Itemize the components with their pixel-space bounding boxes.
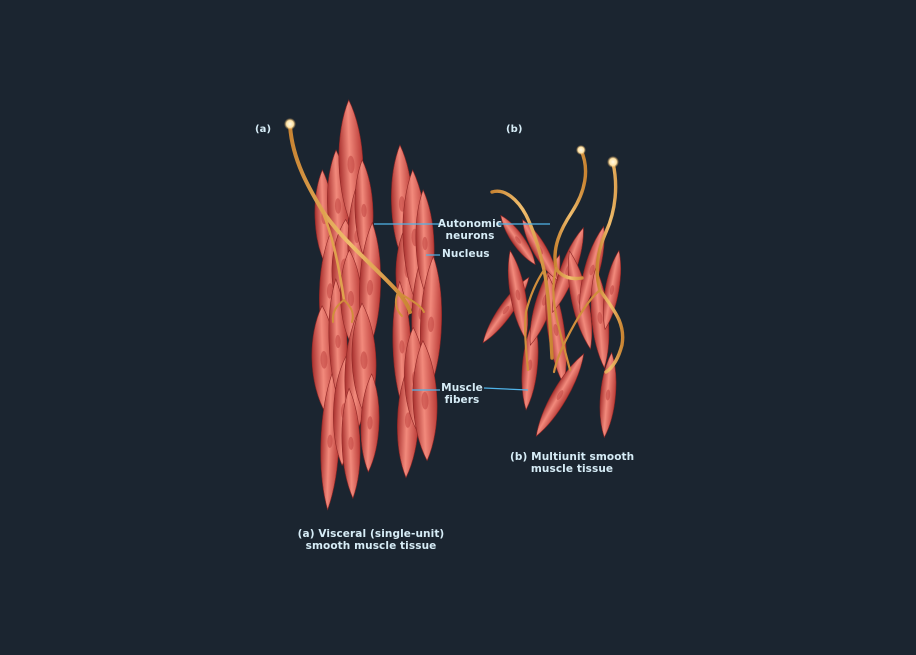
fiber-nucleus	[347, 155, 355, 174]
fiber-nucleus	[399, 340, 405, 354]
fiber-nucleus	[556, 390, 564, 400]
panel-b-caption: (b) Multiunit smooth muscle tissue	[510, 451, 634, 475]
neuron-branch-a3	[331, 299, 345, 323]
fiber-nucleus	[422, 236, 428, 251]
neuron-branch-a2	[343, 299, 354, 323]
panel-a-tag: (a)	[255, 124, 272, 135]
panel-a-caption-line2: smooth muscle tissue	[305, 540, 437, 552]
panel-a-caption-line1: (a) Visceral (single-unit)	[297, 528, 445, 540]
neuron-tip-a	[284, 118, 296, 130]
fiber-nucleus	[404, 412, 412, 428]
neuron-branch-b1	[524, 268, 546, 372]
fiber-nucleus	[427, 316, 435, 333]
fiber-nucleus	[515, 289, 521, 301]
fiber-nucleus	[326, 283, 334, 299]
fiber-nucleus	[361, 203, 367, 218]
fiber-nucleus	[347, 290, 355, 307]
fiber-nucleus	[553, 323, 559, 337]
muscle-fibers-label: Muscle fibers	[436, 382, 488, 406]
panel-b-tag: (b)	[506, 124, 523, 135]
neuron-axon-a	[288, 123, 412, 314]
autonomic-neurons-label-line1: Autonomic	[437, 218, 503, 230]
fiber-nucleus	[327, 434, 333, 448]
fiber-nucleus	[605, 389, 611, 401]
muscle-fibers-label-line2: fibers	[444, 394, 480, 406]
neuron-branch-a1	[320, 208, 346, 302]
fiber-nucleus	[320, 350, 328, 369]
neuron-axon-b1	[490, 189, 554, 360]
fiber-nucleus	[421, 391, 429, 410]
fiber-nucleus	[609, 285, 615, 295]
neuron-branch-b2	[552, 266, 572, 372]
callout-leader-lines	[374, 223, 550, 391]
autonomic-neurons	[284, 118, 625, 374]
neuron-branch-a4	[394, 291, 403, 317]
fiber-nucleus	[597, 311, 603, 325]
visceral-muscle-fibers	[311, 99, 442, 511]
neuron-tip-b2	[607, 156, 619, 168]
fiber-nucleus	[348, 436, 354, 450]
muscle-fibers-label-line1: Muscle	[441, 382, 483, 394]
multiunit-muscle-fibers	[482, 214, 621, 439]
fiber-nucleus	[398, 196, 406, 212]
fiber-nucleus	[360, 351, 368, 370]
neuron-tip-b1	[576, 145, 586, 155]
panel-b-caption-line2: muscle tissue	[530, 463, 614, 475]
neuron-branch-a5	[397, 291, 425, 313]
fiber-nucleus	[367, 416, 373, 430]
panel-b-caption-line1: (b) Multiunit smooth	[510, 451, 635, 463]
fiber-nucleus	[366, 279, 374, 296]
fiber-nucleus	[589, 264, 595, 276]
neuron-branch-b3	[552, 288, 602, 374]
autonomic-neurons-label-line2: neurons	[445, 230, 495, 242]
fiber-nucleus	[335, 334, 341, 349]
nucleus-label: Nucleus	[442, 248, 490, 260]
neuron-axon-b2	[553, 148, 588, 281]
fiber-nucleus	[515, 236, 521, 244]
muscle-fibers-leader-line-b	[483, 387, 529, 391]
fiber-nucleus	[334, 198, 342, 214]
autonomic-neurons-label: Autonomic neurons	[436, 218, 504, 242]
panel-a-caption: (a) Visceral (single-unit) smooth muscle…	[296, 528, 446, 552]
fiber-nucleus	[502, 305, 510, 315]
